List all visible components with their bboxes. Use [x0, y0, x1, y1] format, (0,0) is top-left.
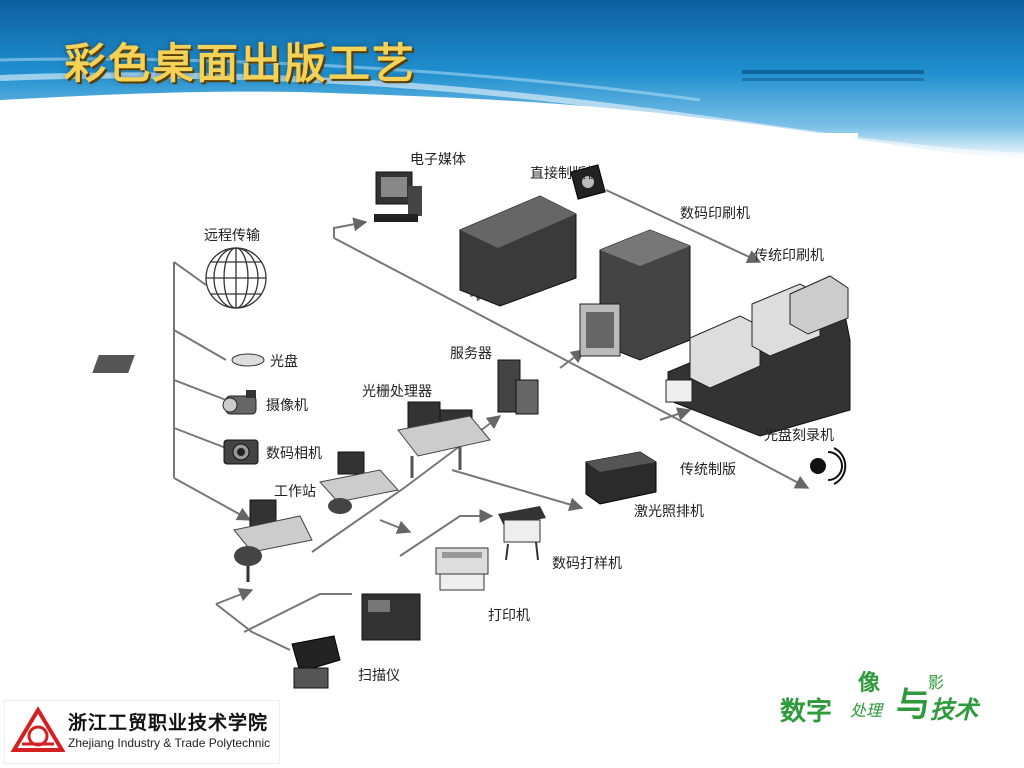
label-cd: 光盘 — [270, 353, 298, 370]
connector-emedia — [333, 217, 368, 238]
imagesetter-icon — [585, 451, 657, 505]
label-cd-burner: 光盘刻录机 — [764, 427, 834, 444]
label-server: 服务器 — [450, 346, 492, 362]
label-electronic-media: 电子媒体 — [410, 152, 466, 168]
connector-ws-output — [379, 519, 412, 534]
label-proofer: 数码打样机 — [552, 555, 622, 572]
digital-proofer-icon — [498, 506, 546, 561]
ctp-platesetter-icon — [459, 164, 606, 307]
label-imagesetter: 激光照排机 — [634, 503, 704, 520]
server-icon — [497, 359, 539, 415]
label-scanner: 扫描仪 — [358, 668, 400, 684]
connector-remote — [173, 261, 207, 286]
cd-drive-icon — [92, 353, 265, 373]
connector-to-workstation — [173, 477, 252, 521]
school-name-cn: 浙江工贸职业技术学院 — [68, 712, 269, 734]
rip-workstation-icon — [397, 401, 491, 478]
connector-to-ws-from-scanner — [215, 588, 254, 605]
cd-burner-icon — [810, 447, 847, 485]
connector-scanner — [215, 603, 291, 651]
offset-press-icon — [665, 275, 851, 437]
connector-proofer — [399, 509, 494, 557]
school-name-en: Zhejiang Industry & Trade Polytechnic — [68, 736, 271, 750]
slide-title: 彩色桌面出版工艺 — [64, 39, 417, 88]
camcorder-icon — [222, 390, 257, 415]
label-digital-camera: 数码相机 — [266, 446, 322, 462]
label-remote-transfer: 远程传输 — [204, 228, 260, 244]
label-rip: 光栅处理器 — [362, 384, 432, 400]
connector-camcorder — [173, 379, 227, 401]
label-digital-press: 数码印刷机 — [680, 206, 750, 222]
globe-icon — [205, 247, 267, 309]
label-printer: 打印机 — [488, 607, 530, 624]
copier-icon — [361, 593, 421, 641]
school-emblem-icon — [10, 706, 66, 752]
svg-text:技术: 技术 — [930, 696, 981, 724]
workstation-icon — [233, 451, 399, 582]
electronic-media-computer-icon — [374, 171, 422, 222]
label-workstation: 工作站 — [274, 484, 316, 500]
svg-text:影: 影 — [928, 673, 944, 692]
connector-offset — [659, 407, 692, 421]
connector-printer-in — [243, 593, 352, 633]
label-ctp: 直接制版机 — [530, 165, 600, 182]
label-offset-press: 传统印刷机 — [754, 248, 824, 264]
printer-icon — [435, 547, 489, 591]
connector-cd — [173, 329, 227, 361]
digital-image-processing-logo: 数字 像 处理 与 影 技术 — [780, 670, 981, 726]
connector-ctp-offset — [605, 189, 762, 264]
label-traditional-plate: 传统制版 — [680, 462, 736, 478]
connector-camera — [173, 427, 227, 449]
svg-text:数字: 数字 — [780, 696, 832, 726]
svg-text:处理: 处理 — [850, 701, 884, 720]
header-banner — [0, 0, 1024, 160]
svg-text:与: 与 — [896, 685, 930, 725]
digital-camera-icon — [223, 439, 259, 465]
svg-text:像: 像 — [858, 670, 881, 696]
school-logo — [4, 700, 280, 764]
digital-press-icon — [579, 229, 691, 361]
scanner-icon — [291, 635, 341, 689]
label-camcorder: 摄像机 — [266, 398, 308, 414]
connector-imagesetter — [451, 469, 584, 512]
